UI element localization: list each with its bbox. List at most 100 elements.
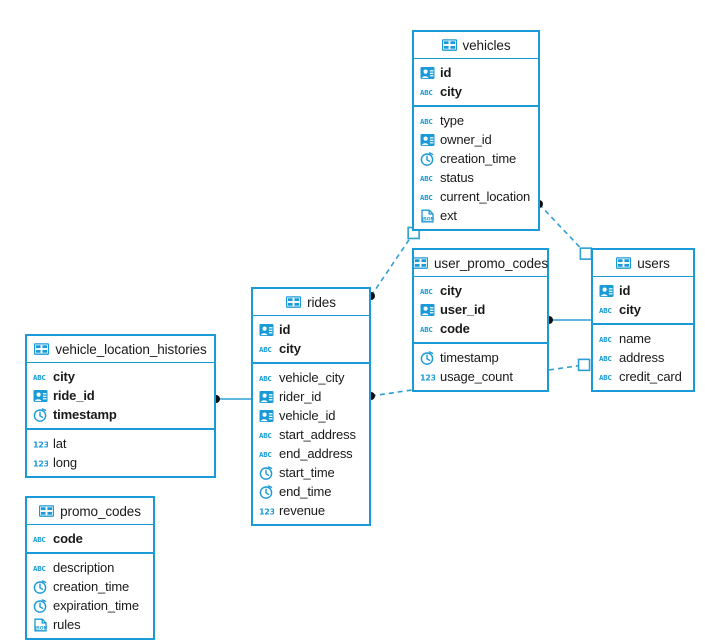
field-row[interactable]: ABC name	[593, 329, 693, 348]
svg-text:ABC: ABC	[33, 535, 46, 544]
field-row[interactable]: ABC city	[253, 339, 369, 358]
uuid-icon	[420, 66, 435, 80]
svg-text:ABC: ABC	[599, 306, 612, 315]
svg-text:JSON: JSON	[421, 216, 434, 222]
field-row[interactable]: id	[414, 63, 538, 82]
svg-text:ABC: ABC	[259, 345, 272, 354]
field-row[interactable]: rider_id	[253, 387, 369, 406]
123-icon: 123	[33, 437, 48, 451]
clock-icon	[420, 350, 435, 365]
field-label: end_address	[279, 446, 353, 461]
field-label: type	[440, 113, 464, 128]
svg-text:ABC: ABC	[420, 193, 433, 202]
123-icon: 123	[259, 504, 274, 518]
field-label: city	[619, 302, 641, 317]
field-row[interactable]: timestamp	[27, 405, 214, 424]
entity-header-vehicles[interactable]: vehicles	[414, 32, 538, 59]
field-label: end_time	[279, 484, 332, 499]
field-label: city	[279, 341, 301, 356]
svg-text:ABC: ABC	[33, 373, 46, 382]
entity-header-rides[interactable]: rides	[253, 289, 369, 316]
relationship-user_promo_codes-to-users[interactable]	[545, 316, 591, 324]
svg-text:123: 123	[259, 506, 274, 516]
field-row[interactable]: expiration_time	[27, 596, 153, 615]
field-row[interactable]: ABC type	[414, 111, 538, 130]
abc-icon: ABC	[259, 371, 274, 385]
svg-text:ABC: ABC	[420, 174, 433, 183]
field-label: status	[440, 170, 474, 185]
field-label: city	[440, 283, 462, 298]
uuid-icon	[259, 390, 274, 404]
field-row[interactable]: ABC city	[414, 82, 538, 101]
uuid-icon	[420, 133, 435, 147]
clock-icon	[33, 407, 48, 422]
field-row[interactable]: end_time	[253, 482, 369, 501]
field-row[interactable]: creation_time	[414, 149, 538, 168]
field-row[interactable]: user_id	[414, 300, 547, 319]
field-row[interactable]: ride_id	[27, 386, 214, 405]
svg-text:JSON: JSON	[34, 625, 47, 631]
entity-header-promo_codes[interactable]: promo_codes	[27, 498, 153, 525]
relationship-vehicle_location_histories-to-rides[interactable]	[212, 395, 251, 403]
field-row[interactable]: creation_time	[27, 577, 153, 596]
field-label: start_address	[279, 427, 356, 442]
field-row[interactable]: ABC city	[593, 300, 693, 319]
table-icon	[413, 256, 429, 270]
field-row[interactable]: ABC status	[414, 168, 538, 187]
field-row[interactable]: vehicle_id	[253, 406, 369, 425]
svg-text:ABC: ABC	[420, 88, 433, 97]
field-label: name	[619, 331, 651, 346]
entity-header-vehicle_location_histories[interactable]: vehicle_location_histories	[27, 336, 214, 363]
abc-icon: ABC	[599, 332, 614, 346]
field-row[interactable]: ABC current_location	[414, 187, 538, 206]
field-row[interactable]: owner_id	[414, 130, 538, 149]
field-row[interactable]: id	[253, 320, 369, 339]
table-icon	[286, 295, 302, 309]
entity-title: user_promo_codes	[434, 255, 548, 271]
entity-title: users	[637, 255, 670, 271]
abc-icon: ABC	[33, 532, 48, 546]
entity-header-users[interactable]: users	[593, 250, 693, 277]
field-label: vehicle_id	[279, 408, 336, 423]
field-row[interactable]: id	[593, 281, 693, 300]
abc-icon: ABC	[420, 114, 435, 128]
field-label: city	[440, 84, 462, 99]
field-row[interactable]: start_time	[253, 463, 369, 482]
entity-header-user_promo_codes[interactable]: user_promo_codes	[413, 250, 548, 277]
field-row[interactable]: timestamp	[414, 348, 547, 367]
field-label: code	[440, 321, 470, 336]
svg-text:ABC: ABC	[599, 354, 612, 363]
field-label: current_location	[440, 189, 531, 204]
